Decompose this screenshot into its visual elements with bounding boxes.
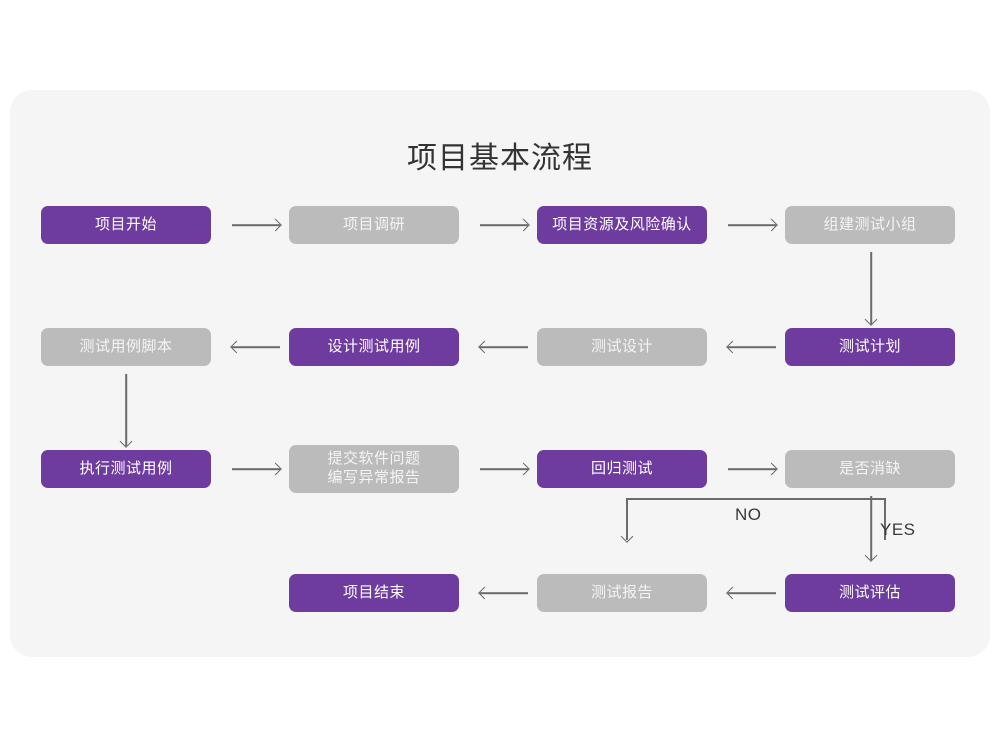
arrow-shaft <box>480 468 528 470</box>
arrow-head <box>620 530 634 543</box>
arrow-n7-to-n8 <box>230 328 280 366</box>
flow-node-test-evaluation[interactable]: 测试评估 <box>785 574 955 612</box>
arrow-head <box>478 586 491 600</box>
flow-node-resource-risk-confirm[interactable]: 项目资源及风险确认 <box>537 206 707 244</box>
flow-node-regression-test[interactable]: 回归测试 <box>537 450 707 488</box>
flow-node-test-report[interactable]: 测试报告 <box>537 574 707 612</box>
flow-node-project-research[interactable]: 项目调研 <box>289 206 459 244</box>
arrow-shaft <box>480 224 528 226</box>
flow-node-test-plan[interactable]: 测试计划 <box>785 328 955 366</box>
arrow-n4-to-n5 <box>864 252 878 326</box>
flow-node-execute-test-cases[interactable]: 执行测试用例 <box>41 450 211 488</box>
arrow-n12-to-n13 <box>864 496 878 562</box>
flow-node-defect-resolved-decision[interactable]: 是否消缺 <box>785 450 955 488</box>
arrow-n11-to-n12 <box>728 450 778 488</box>
flow-node-design-test-cases[interactable]: 设计测试用例 <box>289 328 459 366</box>
page-title: 项目基本流程 <box>407 142 593 175</box>
arrow-shaft <box>870 496 872 560</box>
arrow-head <box>230 340 243 354</box>
arrow-head <box>269 462 282 476</box>
arrow-shaft <box>728 592 776 594</box>
arrow-n14-to-n15 <box>478 574 528 612</box>
arrow-shaft <box>232 346 280 348</box>
arrow-n1-to-n2 <box>232 206 282 244</box>
arrow-n2-to-n3 <box>480 206 530 244</box>
edge-label-no: NO <box>735 505 762 524</box>
arrow-shaft <box>232 468 280 470</box>
arrow-n13-to-n14 <box>726 574 776 612</box>
arrow-shaft <box>728 346 776 348</box>
loop-segment-left <box>626 498 628 540</box>
arrow-head <box>726 340 739 354</box>
arrow-head <box>765 462 778 476</box>
arrow-head <box>517 462 530 476</box>
flow-node-test-case-script[interactable]: 测试用例脚本 <box>41 328 211 366</box>
flow-node-submit-issue-report[interactable]: 提交软件问题 编写异常报告 <box>289 445 459 493</box>
flow-node-test-design[interactable]: 测试设计 <box>537 328 707 366</box>
flow-node-project-start[interactable]: 项目开始 <box>41 206 211 244</box>
arrow-n10-to-n11 <box>480 450 530 488</box>
arrow-n9-to-n10 <box>232 450 282 488</box>
arrow-shaft <box>728 224 776 226</box>
arrow-shaft <box>870 252 872 324</box>
arrow-shaft <box>480 346 528 348</box>
loop-segment-right <box>884 498 886 540</box>
loop-segment-top <box>626 498 886 500</box>
flowchart-card: 项目基本流程 项目开始 项目调研 项目资源及风险确认 组建测试小组 测试用例脚本… <box>10 90 990 657</box>
arrow-n5-to-n6 <box>726 328 776 366</box>
arrow-head <box>478 340 491 354</box>
arrow-head <box>726 586 739 600</box>
edge-label-yes: YES <box>880 520 916 539</box>
arrow-shaft <box>125 374 127 446</box>
arrow-shaft <box>728 468 776 470</box>
arrow-shaft <box>480 592 528 594</box>
arrow-n6-to-n7 <box>478 328 528 366</box>
arrow-n3-to-n4 <box>728 206 778 244</box>
flow-node-form-test-team[interactable]: 组建测试小组 <box>785 206 955 244</box>
arrow-head <box>517 218 530 232</box>
arrow-shaft <box>232 224 280 226</box>
arrow-head <box>864 313 878 326</box>
arrow-head <box>864 549 878 562</box>
arrow-head <box>269 218 282 232</box>
flow-node-project-end[interactable]: 项目结束 <box>289 574 459 612</box>
feedback-loop-no <box>620 498 886 543</box>
arrow-head <box>765 218 778 232</box>
arrow-head <box>119 435 133 448</box>
arrow-n8-to-n9 <box>119 374 133 448</box>
